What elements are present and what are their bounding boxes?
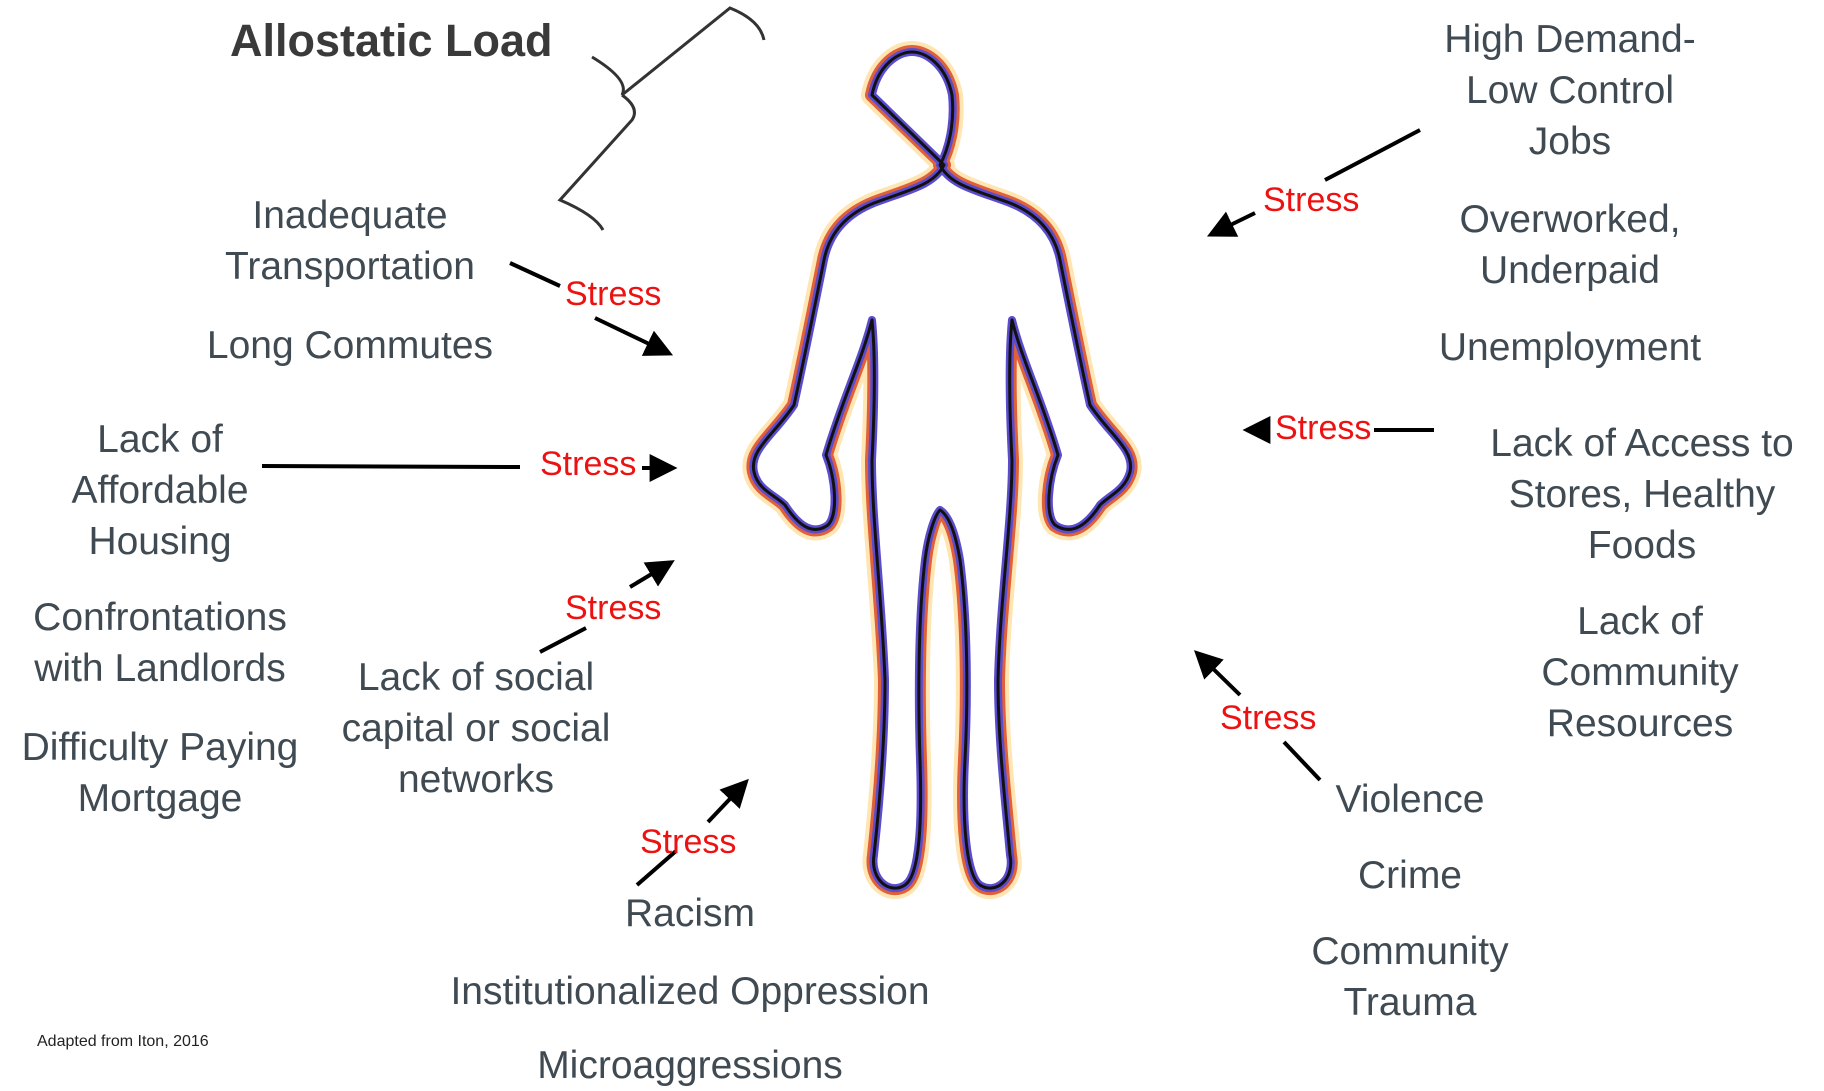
human-body-silhouette (753, 52, 1130, 888)
stress-label-housing: Stress (540, 444, 636, 484)
arrow-transportation-head (595, 318, 668, 353)
arrow-violence-head (1198, 654, 1240, 695)
factor-community-resources: Lack of Community Resources (1490, 596, 1790, 749)
stress-label-access: Stress (1275, 408, 1371, 448)
stress-label-social-capital: Stress (565, 588, 661, 628)
arrow-social-capital-head (630, 563, 670, 587)
arrow-social-capital (540, 628, 586, 652)
source-credit: Adapted from Iton, 2016 (37, 1032, 209, 1052)
factor-violence: Violence (1300, 774, 1520, 825)
stress-label-jobs: Stress (1263, 180, 1359, 220)
factor-access-stores: Lack of Access to Stores, Healthy Foods (1460, 418, 1824, 571)
factor-confrontations: Confrontations with Landlords (0, 592, 320, 694)
factor-institutionalized-oppression: Institutionalized Oppression (400, 966, 980, 1017)
factor-racism: Racism (540, 888, 840, 939)
stress-label-racism: Stress (640, 822, 736, 862)
factor-microaggressions: Microaggressions (450, 1040, 930, 1091)
allostatic-load-brace (560, 8, 764, 230)
factor-crime: Crime (1300, 850, 1520, 901)
stress-label-violence: Stress (1220, 698, 1316, 738)
factor-difficulty-paying: Difficulty Paying Mortgage (0, 722, 320, 824)
stress-label-transportation: Stress (565, 274, 661, 314)
factor-long-commutes: Long Commutes (170, 320, 530, 371)
arrow-housing (262, 466, 520, 467)
diagram-title: Allostatic Load (230, 15, 553, 67)
factor-community-trauma: Community Trauma (1270, 926, 1550, 1028)
arrow-jobs-head (1212, 213, 1255, 234)
factor-affordable-housing: Lack of Affordable Housing (20, 414, 300, 567)
factor-overworked: Overworked, Underpaid (1410, 194, 1730, 296)
factor-high-demand-jobs: High Demand- Low Control Jobs (1410, 14, 1730, 167)
factor-social-capital: Lack of social capital or social network… (316, 652, 636, 805)
factor-unemployment: Unemployment (1400, 322, 1740, 373)
factor-inadequate-transportation: Inadequate Transportation (180, 190, 520, 292)
arrow-racism-head (708, 783, 745, 822)
arrow-jobs (1325, 130, 1420, 180)
